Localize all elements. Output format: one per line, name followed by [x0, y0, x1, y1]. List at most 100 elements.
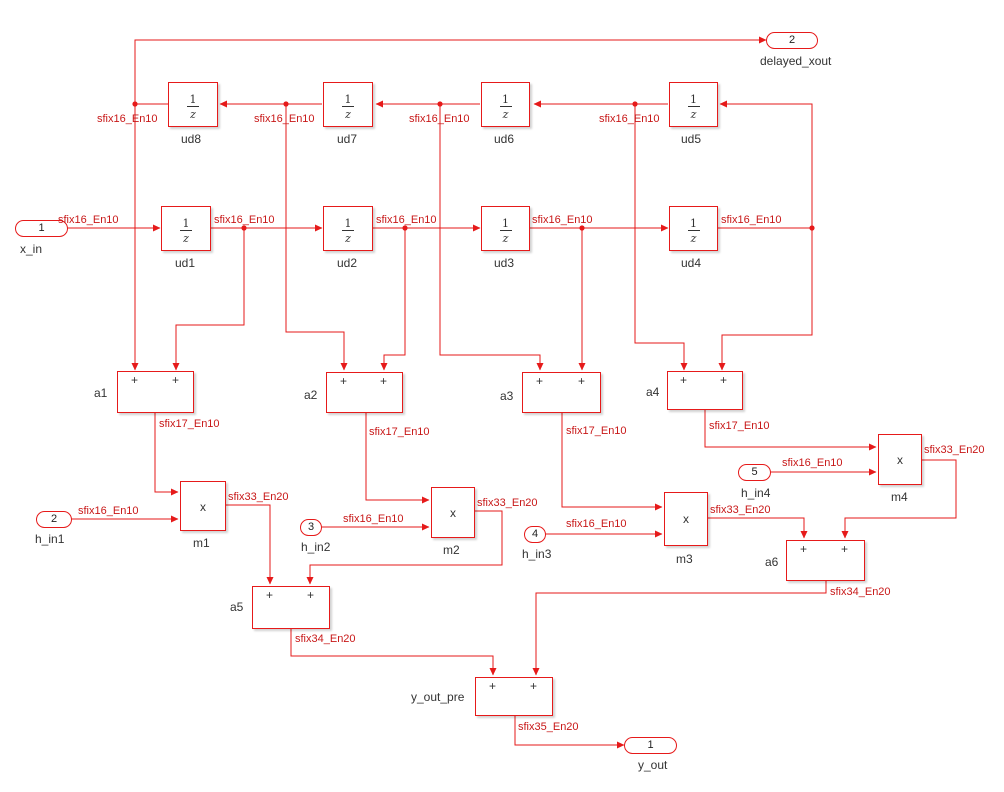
plus-sign: + [266, 588, 274, 602]
signal-type-label: sfix17_En10 [369, 426, 430, 438]
inport-h-in3-label: h_in3 [522, 547, 552, 561]
wire-ud4-a4 [718, 228, 813, 371]
delay-block-ud2[interactable]: 1 z [323, 206, 373, 251]
delay-denominator: z [690, 108, 697, 121]
adder-block-y-out-pre[interactable]: + + [475, 677, 553, 716]
delay-block-ud7[interactable]: 1 z [323, 82, 373, 127]
delay-numerator: 1 [189, 93, 197, 106]
signal-type-label: sfix16_En10 [214, 214, 275, 226]
signal-type-label: sfix35_En20 [518, 721, 579, 733]
plus-sign: + [578, 374, 586, 388]
inport-h-in3[interactable]: 4 [524, 526, 546, 543]
delay-denominator: z [345, 108, 351, 121]
delay-name-ud7: ud7 [337, 132, 358, 146]
signal-type-label: sfix17_En10 [709, 420, 770, 432]
wire-ud7-a2 [285, 104, 348, 371]
multiplier-name-m4: m4 [891, 490, 908, 504]
times-sign: x [450, 506, 456, 520]
fraction-bar [342, 106, 354, 107]
wire-a5-youtpre [290, 629, 497, 676]
outport-delayed-xout[interactable]: 2 [766, 32, 818, 49]
inport-h-in2-label: h_in2 [301, 540, 331, 554]
delay-denominator: z [183, 232, 189, 245]
adder-block-a3[interactable]: + + [522, 372, 601, 413]
inport-x-in[interactable]: 1 [15, 220, 68, 237]
wire-m3-a6 [708, 517, 808, 539]
adder-name-a3: a3 [500, 389, 514, 403]
plus-sign: + [536, 374, 544, 388]
plus-sign: + [307, 588, 315, 602]
fraction-bar [499, 106, 512, 107]
outport-y-out[interactable]: 1 [624, 737, 677, 754]
wire-a1-m1 [154, 413, 179, 496]
signal-type-label: sfix16_En10 [721, 214, 782, 226]
adder-block-a2[interactable]: + + [326, 372, 403, 413]
signal-type-label: sfix33_En20 [228, 491, 289, 503]
wire-a3-m3 [561, 413, 663, 511]
delay-name-ud1: ud1 [175, 256, 196, 270]
inport-h-in4[interactable]: 5 [738, 464, 771, 481]
wire-ud4-ud5 [719, 100, 813, 228]
multiplier-name-m1: m1 [193, 536, 210, 550]
multiplier-block-m3[interactable]: x [664, 492, 708, 546]
delay-name-ud4: ud4 [681, 256, 702, 270]
signal-type-label: sfix16_En10 [532, 214, 593, 226]
signal-type-label: sfix33_En20 [710, 504, 771, 516]
adder-block-a6[interactable]: + + [786, 540, 865, 581]
signal-type-label: sfix16_En10 [343, 513, 404, 525]
multiplier-block-m2[interactable]: x [431, 487, 475, 538]
fraction-bar [342, 230, 354, 231]
delay-block-ud1[interactable]: 1 z [161, 206, 211, 251]
delay-block-ud3[interactable]: 1 z [481, 206, 530, 251]
signal-type-label: sfix16_En10 [58, 214, 119, 226]
signal-type-label: sfix16_En10 [97, 113, 158, 125]
inport-h-in1[interactable]: 2 [36, 511, 72, 528]
wire-m4-a6 [841, 459, 957, 539]
adder-block-a1[interactable]: + + [117, 371, 194, 413]
plus-sign: + [680, 373, 688, 387]
delay-numerator: 1 [502, 93, 509, 106]
delay-name-ud8: ud8 [181, 132, 202, 146]
delay-block-ud8[interactable]: 1 z [168, 82, 218, 127]
delay-numerator: 1 [502, 217, 509, 230]
delay-denominator: z [345, 232, 351, 245]
delay-name-ud6: ud6 [494, 132, 515, 146]
inport-h-in4-label: h_in4 [741, 486, 771, 500]
signal-type-label: sfix16_En10 [599, 113, 660, 125]
wire-ud1-a1 [172, 228, 245, 371]
fraction-bar [187, 106, 199, 107]
plus-sign: + [800, 542, 808, 556]
signal-type-label: sfix34_En20 [830, 586, 891, 598]
wire-ud5-a4 [634, 104, 688, 371]
signal-type-label: sfix33_En20 [477, 497, 538, 509]
adder-block-a4[interactable]: + + [667, 371, 743, 410]
plus-sign: + [720, 373, 728, 387]
signal-type-label: sfix17_En10 [159, 418, 220, 430]
plus-sign: + [131, 373, 139, 387]
adder-block-a5[interactable]: + + [252, 586, 330, 629]
inport-h-in2[interactable]: 3 [300, 519, 322, 536]
wire-delayed-xout [134, 36, 767, 104]
delay-numerator: 1 [182, 217, 190, 230]
adder-name-y-out-pre: y_out_pre [411, 690, 465, 704]
times-sign: x [200, 500, 206, 514]
multiplier-name-m3: m3 [676, 552, 693, 566]
times-sign: x [683, 512, 689, 526]
delay-denominator: z [190, 108, 196, 121]
delay-block-ud6[interactable]: 1 z [481, 82, 530, 127]
delay-block-ud5[interactable]: 1 z [669, 82, 718, 127]
fraction-bar [499, 230, 512, 231]
delay-block-ud4[interactable]: 1 z [669, 206, 718, 251]
delay-name-ud2: ud2 [337, 256, 358, 270]
multiplier-block-m4[interactable]: x [878, 434, 922, 485]
delay-numerator: 1 [690, 93, 697, 106]
signal-type-label: sfix34_En20 [295, 633, 356, 645]
fraction-bar [687, 106, 700, 107]
signal-type-label: sfix16_En10 [376, 214, 437, 226]
wire-m1-a5 [226, 504, 274, 585]
plus-sign: + [489, 679, 497, 693]
signal-type-label: sfix17_En10 [566, 425, 627, 437]
adder-name-a4: a4 [646, 385, 660, 399]
multiplier-block-m1[interactable]: x [180, 481, 226, 531]
